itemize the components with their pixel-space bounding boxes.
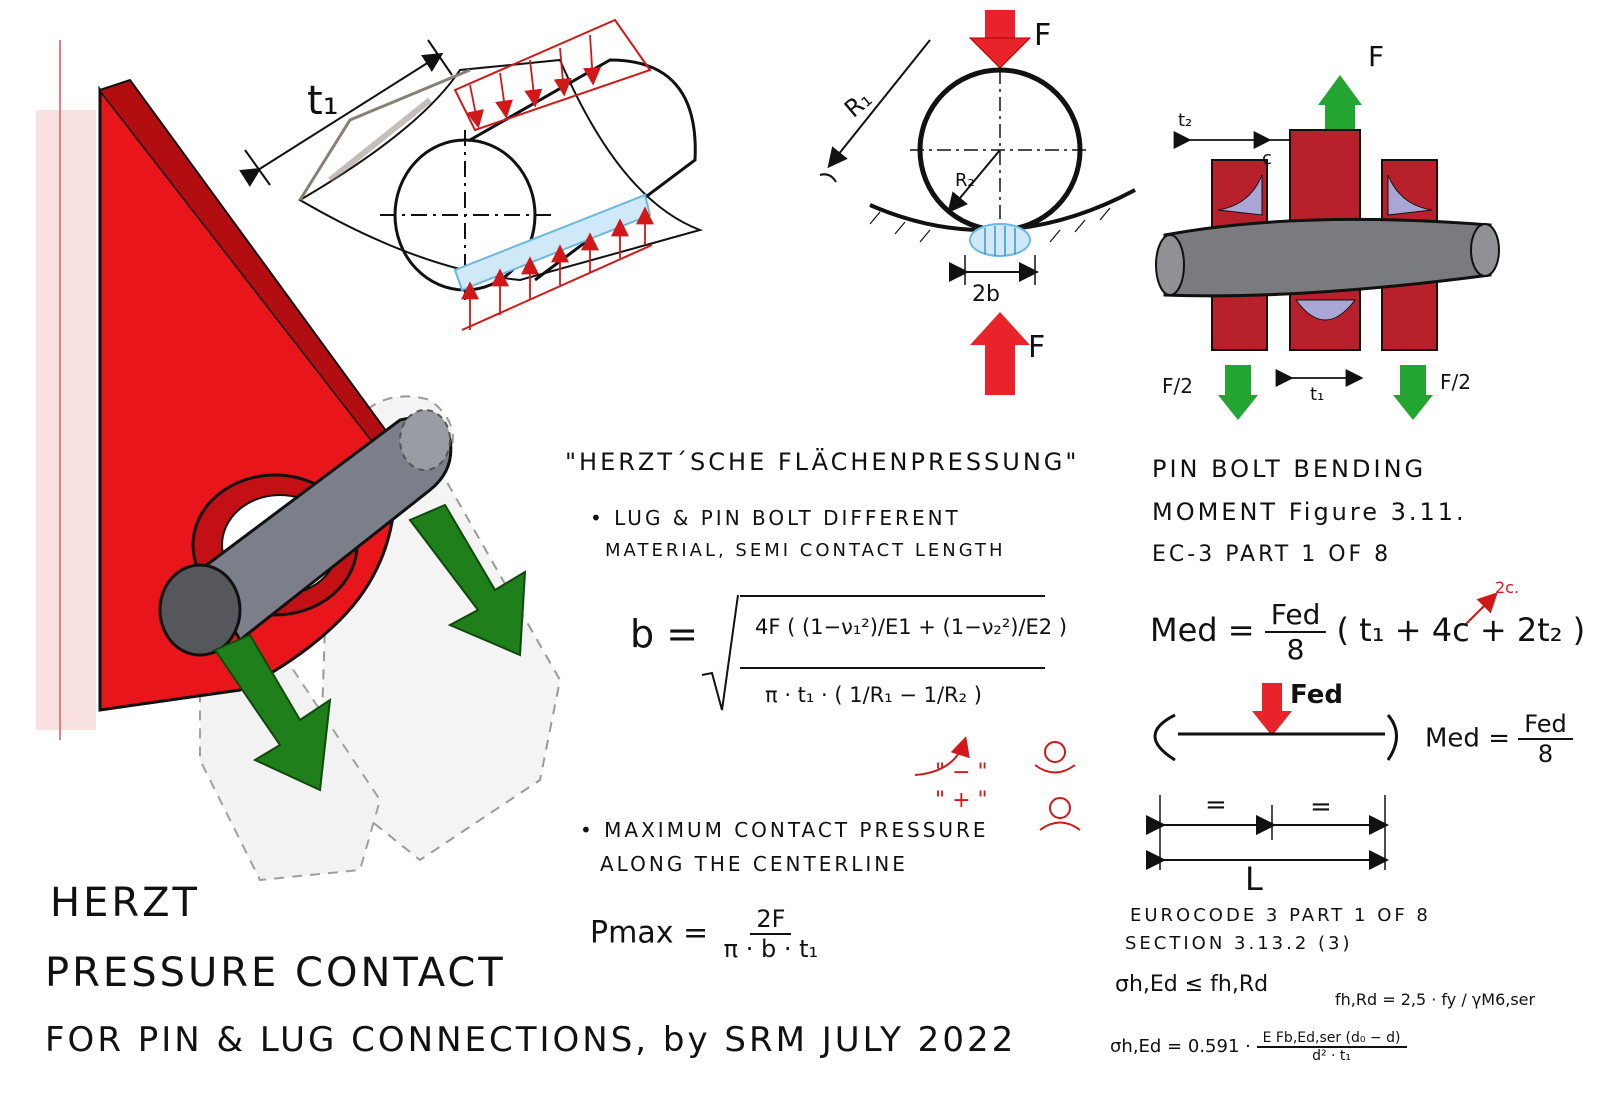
eurocode-line2: SECTION 3.13.2 (3) [1125,933,1353,954]
red-arrow-down [968,37,1032,69]
bullet2-line2: ALONG THE CENTERLINE [600,852,908,876]
pin-title-3: EC-3 PART 1 OF 8 [1152,542,1392,567]
label-eq-left: = [1205,790,1227,820]
sigma-formula: σh,Ed = 0.591 · E Fb,Ed,ser (d₀ − d) d² … [1110,1030,1407,1064]
red-sign-arrow [914,736,970,776]
sigma-check: σh,Ed ≤ fh,Rd [1115,972,1269,997]
hertz-contact-section [819,10,1136,395]
sign-plus: " + " [935,788,988,813]
sign-icons [1034,741,1081,831]
pin-title-1: PIN BOLT BENDING [1152,455,1427,483]
pmax-lhs: Pmax = [590,915,709,951]
b-lhs: b = [630,612,699,656]
contact-ellipse [969,223,1031,257]
label-Fed: Fed [1290,680,1343,710]
bullet2-line1: • MAXIMUM CONTACT PRESSURE [580,818,989,842]
green-arrow-lug-left [213,633,332,792]
lug-3d-sketch [36,40,562,882]
red-2c-arrow [1464,592,1498,626]
med2-formula: Med = Fed 8 [1425,710,1573,768]
label-L: L [1245,860,1263,898]
title-line1: HERZT [50,880,200,926]
label-2b: 2b [972,282,1000,307]
med2-denominator: 8 [1537,740,1554,768]
label-eq-right: = [1310,792,1332,822]
label-c: c [1262,148,1272,169]
title-line3: FOR PIN & LUG CONNECTIONS, by SRM JULY 2… [45,1020,1017,1060]
green-arrow-lug-right [408,503,527,657]
label-F-bottom: F [1028,330,1046,365]
red-arrow-load [1252,711,1292,736]
green-arrow-down-left [1218,365,1258,420]
pin-bending-sketch [1155,75,1500,420]
sigma-numerator: E Fb,Ed,ser (d₀ − d) [1256,1030,1407,1048]
med-numerator: Fed [1264,598,1327,633]
b-denominator: π · t₁ · ( 1/R₁ − 1/R₂ ) [765,683,982,707]
label-F-top: F [1034,18,1052,53]
bullet1-line1: • LUG & PIN BOLT DIFFERENT [590,506,961,530]
label-R2: R₂ [955,170,975,191]
sigma-denominator: d² · t₁ [1312,1048,1352,1064]
sigma-lhs: σh,Ed = 0.591 · [1110,1036,1251,1057]
title-line2: PRESSURE CONTACT [45,950,506,996]
red-arrow-up [970,312,1030,345]
eurocode-line1: EUROCODE 3 PART 1 OF 8 [1130,905,1431,926]
label-F2-left: F/2 [1162,374,1193,398]
pmax-numerator: 2F [750,905,792,935]
med-rhs: ( t₁ + 4c + 2t₂ ) [1336,611,1586,649]
pin-end-face [158,563,242,657]
med2-numerator: Fed [1518,710,1573,740]
pmax-denominator: π · b · t₁ [723,935,819,963]
pmax-formula: Pmax = 2F π · b · t₁ [590,905,824,963]
label-t1-small: t₁ [1310,384,1325,405]
label-F2-right: F/2 [1440,370,1471,394]
wall-shading [36,110,96,730]
cylinder-groove-sketch [239,18,704,331]
pin-bolt-bar [1163,217,1492,298]
label-F-up: F [1368,40,1385,73]
label-t2: t₂ [1178,110,1193,131]
med2-lhs: Med = [1425,723,1510,754]
hertz-quote-heading: "HERZT´SCHE FLÄCHENPRESSUNG" [565,448,1080,476]
sign-minus: " − " [935,760,988,785]
bullet1-line2: MATERIAL, SEMI CONTACT LENGTH [605,540,1006,561]
pin-title-2: MOMENT Figure 3.11. [1152,498,1467,526]
beam-diagram [1146,683,1398,870]
label-t1: t₁ [307,78,339,124]
fhrd-formula: fh,Rd = 2,5 · fy / γM6,ser [1335,990,1536,1009]
med-lhs: Med = [1150,611,1255,649]
green-arrow-down-right [1393,365,1433,420]
med-formula: Med = Fed 8 ( t₁ + 4c + 2t₂ ) [1150,598,1585,666]
label-2c: 2c. [1495,578,1520,597]
med-denominator: 8 [1286,633,1305,666]
b-numerator: 4F ( (1−ν₁²)/E1 + (1−ν₂²)/E2 ) [755,615,1068,639]
